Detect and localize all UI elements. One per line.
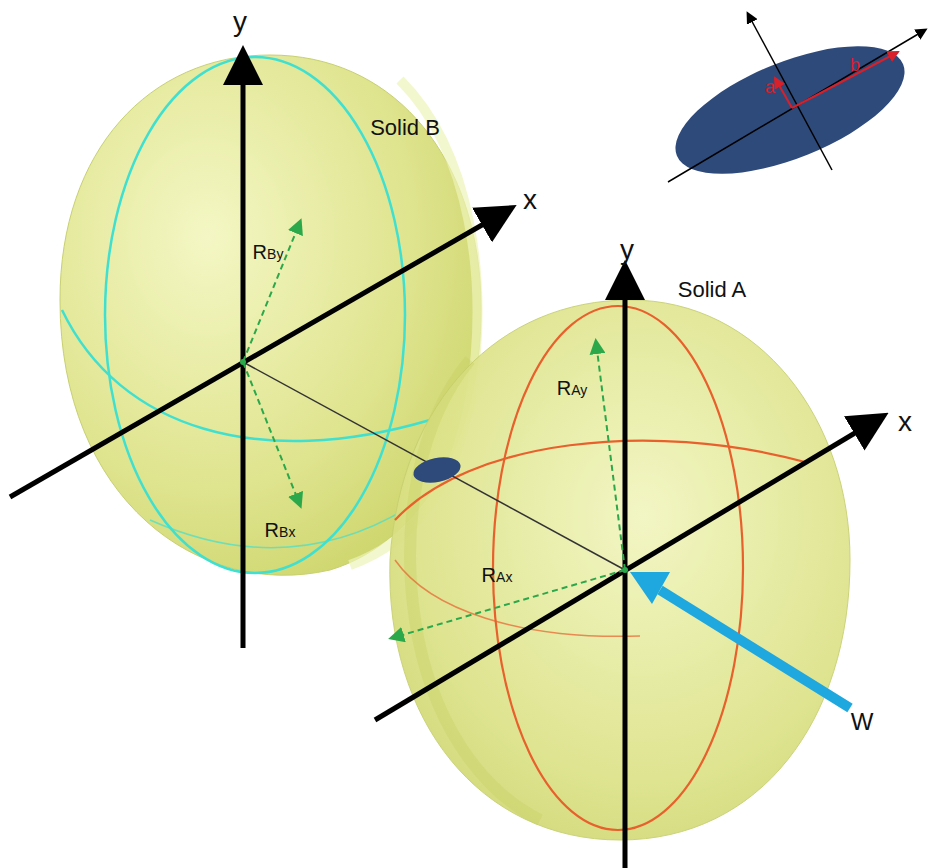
solid-a xyxy=(390,300,850,840)
radius-arrow xyxy=(243,362,300,505)
axis-line xyxy=(241,55,246,648)
solid-label: Solid B xyxy=(370,116,440,140)
load-arrow xyxy=(660,590,850,708)
axis-label: y xyxy=(233,7,247,38)
axis-line xyxy=(375,418,880,720)
solid-label: Solid A xyxy=(678,278,747,302)
radius-label: RBy xyxy=(253,241,284,263)
inset-contact-ellipse xyxy=(659,14,925,200)
dimension-label: b xyxy=(850,56,860,76)
axis-label: x xyxy=(523,185,537,216)
axis-label: y xyxy=(620,235,634,266)
load-label: W xyxy=(851,709,874,735)
radius-label: RAy xyxy=(557,377,588,399)
contact-ellipse xyxy=(411,453,463,486)
dimension-label: a xyxy=(765,78,775,98)
axis-line xyxy=(623,270,628,868)
axis-label: x xyxy=(898,407,912,438)
centre-line xyxy=(243,362,625,570)
radius-arrow xyxy=(243,222,300,362)
radius-label: RBx xyxy=(265,519,296,541)
axis-line xyxy=(10,210,508,497)
radius-arrow xyxy=(596,342,625,570)
radius-label: RAx xyxy=(482,564,513,586)
